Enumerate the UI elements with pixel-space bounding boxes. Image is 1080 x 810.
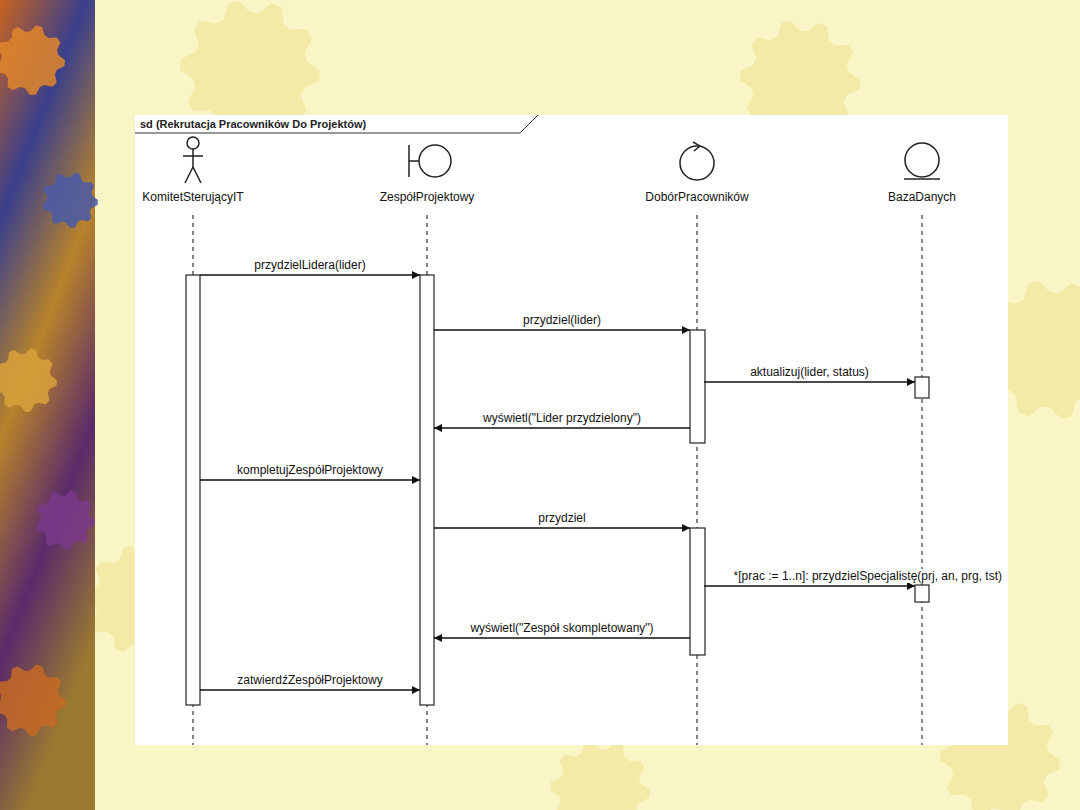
strip-gear bbox=[36, 491, 96, 551]
message-label: wyświetl("Zespół skompletowany") bbox=[468, 621, 655, 635]
lifelines bbox=[193, 215, 922, 745]
entity-icon bbox=[892, 133, 952, 189]
message-label: wyświetl("Lider przydzielony") bbox=[481, 411, 643, 425]
lifeline-head: BazaDanych bbox=[885, 133, 959, 205]
message-arrow bbox=[434, 329, 690, 330]
control-icon bbox=[667, 133, 727, 189]
lifeline-head: DobórPracowników bbox=[642, 133, 751, 205]
lifeline-head: KomitetSterującyIT bbox=[139, 133, 246, 205]
frame-name: sd (Rekrutacja Pracowników Do Projektów) bbox=[140, 118, 366, 131]
gear-watermarks bbox=[85, 1, 1080, 810]
message-arrow bbox=[200, 689, 420, 690]
message-label: przydzielLidera(lider) bbox=[252, 258, 367, 272]
lifeline-name: ZespółProjektowy bbox=[377, 189, 478, 205]
message-arrow bbox=[434, 427, 690, 428]
message-arrow bbox=[200, 274, 420, 275]
message-label: przydziel(lider) bbox=[521, 313, 603, 327]
message-arrow bbox=[434, 637, 690, 638]
message-arrow bbox=[704, 381, 915, 382]
message-arrow bbox=[704, 585, 915, 586]
strip-gear bbox=[0, 349, 57, 413]
strip-gear bbox=[0, 665, 66, 737]
strip-gear bbox=[0, 26, 65, 96]
message-label: *[prac := 1..n]: przydzielSpecjalistę(pr… bbox=[732, 569, 1004, 583]
lifeline-name: KomitetSterującyIT bbox=[139, 189, 246, 205]
message-label: zatwierdźZespółProjektowy bbox=[235, 673, 384, 687]
strip-gears bbox=[0, 26, 98, 737]
gear-watermark bbox=[550, 741, 650, 810]
message-arrow bbox=[434, 527, 690, 528]
strip-gear bbox=[42, 172, 98, 228]
lifeline-name: DobórPracowników bbox=[642, 189, 751, 205]
message-label: aktualizuj(lider, status) bbox=[748, 365, 871, 379]
lifeline-name: BazaDanych bbox=[885, 189, 959, 205]
lifeline-head: ZespółProjektowy bbox=[377, 133, 478, 205]
frame-tab bbox=[135, 115, 538, 133]
boundary-icon bbox=[397, 133, 457, 189]
message-label: przydziel bbox=[536, 511, 587, 525]
activation-bars bbox=[186, 275, 929, 705]
diagram-panel bbox=[135, 115, 1008, 745]
message-arrow bbox=[200, 479, 420, 480]
actor-icon bbox=[163, 133, 223, 189]
message-label: kompletujZespółProjektowy bbox=[235, 463, 385, 477]
